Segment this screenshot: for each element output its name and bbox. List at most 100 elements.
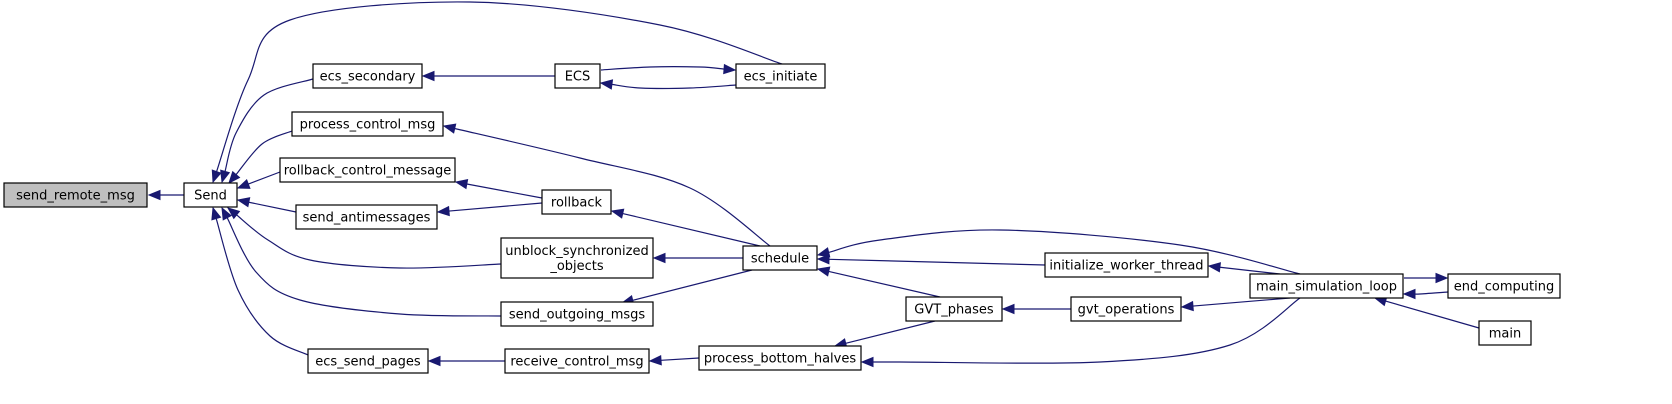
arrowhead-icon: [648, 355, 662, 366]
arrowhead-icon: [860, 356, 874, 368]
edge-send_antimessages-to-Send: [236, 197, 297, 213]
edge-main_simulation_loop-to-end_computing: [1404, 272, 1449, 284]
node-send-remote-msg[interactable]: send_remote_msg: [3, 182, 148, 208]
edge-line: [248, 201, 297, 213]
edge-main_simulation_loop-to-initialize_worker_thread: [1207, 262, 1281, 275]
arrowhead-icon: [221, 206, 232, 221]
arrowhead-icon: [1001, 303, 1015, 315]
node-ecs-send-pages[interactable]: ecs_send_pages: [307, 348, 429, 374]
node-send-outgoing-msgs[interactable]: send_outgoing_msgs: [500, 301, 654, 327]
node-label: send_remote_msg: [16, 189, 135, 204]
node-label: _objects: [549, 259, 604, 274]
edge-ecs_send_pages-to-Send: [211, 206, 309, 356]
node-Send[interactable]: Send: [183, 182, 238, 208]
edge-send_outgoing_msgs-to-Send: [221, 206, 502, 317]
node-label: main: [1489, 327, 1521, 342]
node-box: [742, 245, 818, 271]
node-receive-control-msg[interactable]: receive_control_msg: [504, 348, 650, 374]
node-box: [3, 182, 148, 208]
node-box: [504, 348, 650, 374]
edge-ECS-to-ecs_initiate: [600, 63, 737, 75]
edge-end_computing-to-main_simulation_loop: [1402, 288, 1449, 300]
node-process-control-msg[interactable]: process_control_msg: [291, 111, 444, 137]
node-unblock-synchronized-objects[interactable]: unblock_synchronized_objects: [500, 237, 654, 279]
edge-line: [828, 229, 1301, 275]
node-send-antimessages[interactable]: send_antimessages: [295, 204, 438, 230]
node-main[interactable]: main: [1478, 320, 1532, 346]
edge-main_simulation_loop-to-schedule: [816, 229, 1301, 275]
edge-rollback-to-send_antimessages: [436, 202, 543, 217]
node-box: [295, 204, 438, 230]
node-ECS[interactable]: ECS: [554, 63, 601, 89]
node-box: [1478, 320, 1532, 346]
arrowhead-icon: [1180, 300, 1194, 312]
node-box: [1070, 296, 1182, 322]
edge-line: [1414, 291, 1449, 295]
arrowhead-icon: [652, 252, 666, 264]
node-label: unblock_synchronized: [505, 244, 649, 259]
edge-GVT_phases-to-schedule: [816, 266, 941, 298]
edge-ECS-to-ecs_secondary: [421, 70, 555, 82]
node-label: ecs_send_pages: [315, 355, 421, 370]
edge-line: [235, 130, 293, 175]
edge-schedule-to-unblock_synchronized_objects: [652, 252, 743, 264]
edge-main_simulation_loop-to-gvt_operations: [1180, 297, 1291, 312]
edge-line: [1219, 266, 1281, 275]
node-main-simulation-loop[interactable]: main_simulation_loop: [1249, 273, 1404, 299]
arrowhead-icon: [599, 79, 614, 90]
node-label: receive_control_msg: [510, 355, 643, 370]
node-label: schedule: [751, 252, 809, 267]
node-ecs-secondary[interactable]: ecs_secondary: [312, 63, 423, 89]
node-label: end_computing: [1454, 280, 1554, 295]
arrowhead-icon: [816, 254, 830, 265]
arrowhead-icon: [1435, 272, 1449, 284]
edge-process_bottom_halves-to-receive_control_msg: [648, 355, 700, 366]
edge-ecs_secondary-to-Send: [220, 78, 314, 184]
arrowhead-icon: [220, 169, 231, 184]
edge-Send-to-send_remote_msg: [147, 189, 184, 201]
arrowhead-icon: [211, 169, 222, 184]
node-label: process_control_msg: [300, 118, 436, 133]
edge-gvt_operations-to-GVT_phases: [1001, 303, 1071, 315]
node-box: [500, 301, 654, 327]
node-GVT-phases[interactable]: GVT_phases: [905, 296, 1003, 322]
node-box: [698, 345, 862, 371]
edge-line: [1192, 297, 1291, 307]
node-label: Send: [194, 189, 227, 204]
node-process-bottom-halves[interactable]: process_bottom_halves: [698, 345, 862, 371]
edge-line: [622, 212, 761, 247]
edge-line: [216, 1, 783, 172]
edge-rollback-to-rollback_control_message: [454, 178, 543, 199]
node-ecs-initiate[interactable]: ecs_initiate: [735, 63, 826, 89]
node-box: [735, 63, 826, 89]
edge-line: [448, 202, 543, 212]
edge-line: [611, 83, 737, 90]
node-box: [312, 63, 423, 89]
node-rollback[interactable]: rollback: [541, 189, 612, 215]
arrowhead-icon: [816, 247, 831, 258]
edge-schedule-to-rollback: [610, 208, 761, 247]
edge-line: [828, 258, 1046, 266]
arrowhead-icon: [211, 206, 222, 221]
node-schedule[interactable]: schedule: [742, 245, 818, 271]
arrowhead-icon: [427, 355, 441, 367]
node-initialize-worker-thread[interactable]: initialize_worker_thread: [1044, 252, 1209, 278]
node-rollback-control-message[interactable]: rollback_control_message: [279, 157, 456, 183]
node-box: [307, 348, 429, 374]
node-gvt-operations[interactable]: gvt_operations: [1070, 296, 1182, 322]
node-label: send_outgoing_msgs: [509, 308, 646, 323]
node-label: gvt_operations: [1078, 303, 1175, 318]
arrowhead-icon: [816, 266, 831, 277]
node-label: initialize_worker_thread: [1049, 259, 1203, 274]
node-end-computing[interactable]: end_computing: [1447, 273, 1561, 299]
edge-schedule-to-process_control_msg: [442, 123, 771, 247]
arrowhead-icon: [147, 189, 161, 201]
node-box: [183, 182, 238, 208]
node-box: [291, 111, 444, 137]
arrowhead-icon: [1207, 262, 1221, 273]
node-label: GVT_phases: [914, 303, 994, 318]
node-label: main_simulation_loop: [1256, 280, 1397, 295]
edge-process_control_msg-to-Send: [228, 130, 293, 185]
edge-unblock_synchronized_objects-to-Send: [226, 207, 502, 269]
node-box: [500, 237, 654, 279]
